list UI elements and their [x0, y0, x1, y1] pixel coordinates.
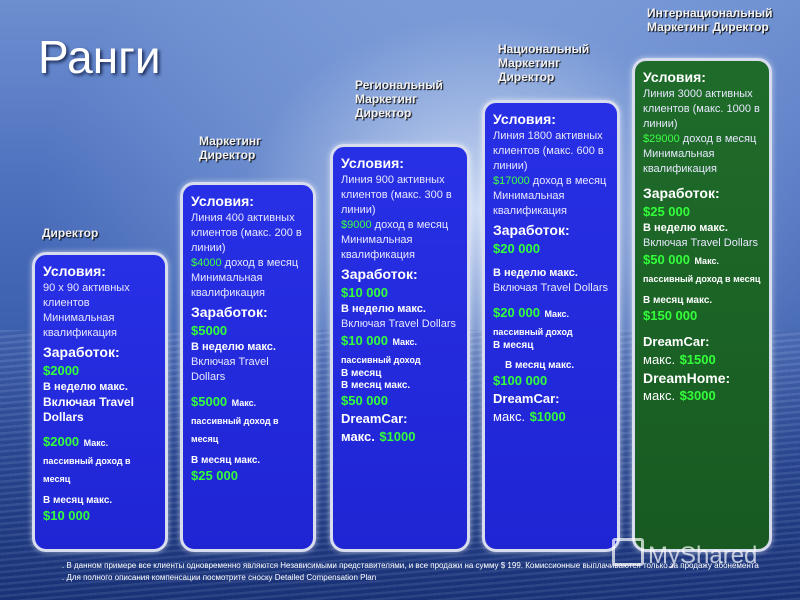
- earnings-label: Заработок:: [643, 185, 720, 201]
- passive-text: Макс. пассивный доход в месяц: [191, 398, 279, 444]
- earnings-amount: $2000: [43, 363, 80, 378]
- passive-amount: $50 000: [643, 252, 690, 267]
- condition-qualification: Минимальная квалификация: [191, 272, 265, 299]
- week-max: В неделю макс.: [493, 267, 578, 279]
- month-amount: $100 000: [493, 373, 548, 388]
- travel-dollars: Включая Travel Dollars: [493, 282, 609, 294]
- income-text: доход в месяц: [532, 175, 607, 187]
- dreamcar-max: макс.: [643, 352, 676, 367]
- rank-label-director: Директор: [42, 226, 99, 240]
- earnings-label: Заработок:: [341, 266, 418, 282]
- month-max: В месяц макс.: [191, 455, 261, 466]
- month-amount: $150 000: [643, 308, 698, 323]
- conditions-label: Условия:: [191, 193, 254, 209]
- passive-amount: $20 000: [493, 305, 540, 320]
- passive-amount: $5000: [191, 394, 228, 409]
- dreamcar-label: DreamCar:: [493, 391, 560, 406]
- presentation-icon: [612, 538, 644, 566]
- travel-dollars: Включая Travel Dollars: [43, 395, 134, 424]
- rank-label-marketing-director: Маркетинг Директор: [199, 134, 262, 162]
- month-amount: $25 000: [191, 468, 238, 483]
- conditions-label: Условия:: [643, 69, 706, 85]
- travel-dollars: Включая Travel Dollars: [643, 237, 759, 249]
- earnings-amount: $20 000: [493, 241, 540, 256]
- conditions-label: Условия:: [43, 263, 106, 279]
- dreamcar-amount: $1000: [529, 409, 566, 424]
- watermark-text: MyShared: [648, 542, 758, 569]
- passive-amount: $2000: [43, 434, 80, 449]
- dreamhome-max: макс.: [643, 388, 676, 403]
- week-max: В неделю макс.: [643, 222, 728, 234]
- earnings-amount: $5000: [191, 323, 228, 338]
- month-amount: $50 000: [341, 393, 388, 408]
- watermark-logo: MyShared: [612, 538, 757, 570]
- condition-qualification: Минимальная квалификация: [43, 312, 117, 339]
- earnings-label: Заработок:: [43, 344, 120, 360]
- month-max: В месяц макс.: [341, 380, 411, 391]
- rank-card-director: Условия: 90 x 90 активных клиентов Миним…: [32, 252, 168, 552]
- dreamcar-max: макс.: [341, 429, 375, 444]
- week-max: В неделю макс.: [191, 341, 276, 353]
- condition-line: 90 x 90 активных клиентов: [43, 282, 130, 309]
- dreamhome-label: DreamHome:: [643, 370, 731, 386]
- income-text: доход в месяц: [374, 219, 449, 231]
- rank-card-national-director: Условия: Линия 1800 активных клиентов (м…: [482, 100, 620, 552]
- earnings-amount: $25 000: [643, 204, 690, 219]
- condition-qualification: Минимальная квалификация: [493, 190, 567, 217]
- month-max: В месяц макс.: [505, 360, 575, 371]
- condition-qualification: Минимальная квалификация: [341, 234, 415, 261]
- rank-card-marketing-director: Условия: Линия 400 активных клиентов (ма…: [180, 182, 316, 552]
- month-amount: $10 000: [43, 508, 90, 523]
- conditions-label: Условия:: [493, 111, 556, 127]
- month-max: В месяц макс.: [43, 495, 113, 506]
- travel-dollars: Включая Travel Dollars: [341, 318, 457, 330]
- passive-amount: $10 000: [341, 333, 388, 348]
- passive-tail: В месяц: [493, 340, 534, 351]
- dreamcar-label: DreamCar:: [341, 411, 408, 426]
- footnote: . В данном примере все клиенты одновреме…: [62, 561, 759, 582]
- income-text: доход в месяц: [224, 257, 299, 269]
- income-amount: $4000: [191, 257, 222, 269]
- income-amount: $17000: [493, 175, 530, 187]
- rank-card-regional-director: Условия: Линия 900 активных клиентов (ма…: [330, 144, 470, 552]
- condition-line: Линия 3000 активных клиентов (макс. 1000…: [643, 88, 760, 130]
- condition-line: Линия 900 активных клиентов (макс. 300 в…: [341, 174, 452, 216]
- rank-label-international-director: Интернациональный Маркетинг Директор: [647, 6, 773, 34]
- passive-text: Макс. пассивный доход в месяц: [43, 438, 131, 484]
- income-amount: $9000: [341, 219, 372, 231]
- rank-label-national-director: Национальный Маркетинг Директор: [498, 42, 590, 84]
- dreamcar-max: макс.: [493, 409, 526, 424]
- condition-line: Линия 400 активных клиентов (макс. 200 в…: [191, 212, 302, 254]
- earnings-label: Заработок:: [493, 222, 570, 238]
- rank-label-regional-director: Региональный Маркетинг Директор: [355, 78, 443, 120]
- week-max: В неделю макс.: [341, 303, 426, 315]
- condition-qualification: Минимальная квалификация: [643, 148, 717, 175]
- page-title: Ранги: [38, 31, 161, 83]
- passive-text: Макс. пассивный доход: [341, 337, 421, 365]
- travel-dollars: Включая Travel Dollars: [191, 356, 269, 383]
- earnings-label: Заработок:: [191, 304, 268, 320]
- passive-tail: В месяц: [341, 368, 382, 379]
- rank-card-international-director: Условия: Линия 3000 активных клиентов (м…: [632, 58, 772, 552]
- earnings-amount: $10 000: [341, 285, 388, 300]
- conditions-label: Условия:: [341, 155, 404, 171]
- dreamcar-amount: $1500: [679, 352, 716, 367]
- dreamcar-label: DreamCar:: [643, 334, 710, 349]
- dreamcar-amount: $1000: [379, 429, 416, 444]
- passive-text: Макс. пассивный доход: [493, 309, 573, 337]
- dreamhome-amount: $3000: [679, 388, 716, 403]
- week-max: В неделю макс.: [43, 381, 128, 393]
- passive-text: Макс. пассивный доход в месяц: [643, 256, 761, 284]
- income-text: доход в месяц: [682, 133, 757, 145]
- condition-line: Линия 1800 активных клиентов (макс. 600 …: [493, 130, 604, 172]
- income-amount: $29000: [643, 133, 680, 145]
- month-max: В месяц макс.: [643, 295, 713, 306]
